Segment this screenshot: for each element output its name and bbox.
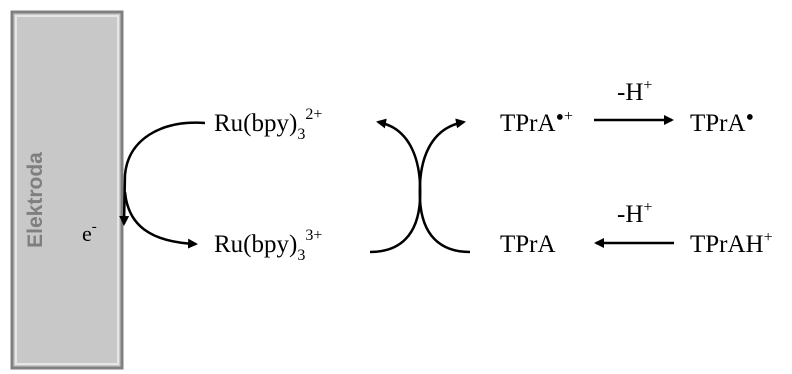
electrode-bar bbox=[10, 10, 124, 370]
tprah-plus: TPrAH+ bbox=[690, 229, 773, 258]
electron-label: e- bbox=[82, 219, 97, 246]
crossing-curve-ru3-to-ru2 bbox=[369, 118, 422, 254]
tpra: TPrA bbox=[500, 231, 556, 258]
tpra-radical: TPrA• bbox=[690, 105, 754, 137]
deprotonation-label-top: -H+ bbox=[617, 77, 652, 106]
oxidation-curve-to-electrode bbox=[119, 121, 206, 226]
ru-bpy3-3plus: Ru(bpy)33+ bbox=[214, 227, 322, 264]
deprotonation-label-bottom: -H+ bbox=[617, 199, 652, 228]
tpra-radical-cation: TPrA•+ bbox=[500, 105, 573, 137]
electrode-label: Elektroda bbox=[24, 152, 47, 248]
electrode: Elektroda bbox=[10, 10, 124, 370]
crossing-curve-tpra-to-radical-cation bbox=[418, 118, 471, 254]
ru-bpy3-2plus: Ru(bpy)32+ bbox=[214, 106, 322, 143]
oxidation-curve-to-ru3 bbox=[123, 191, 198, 249]
